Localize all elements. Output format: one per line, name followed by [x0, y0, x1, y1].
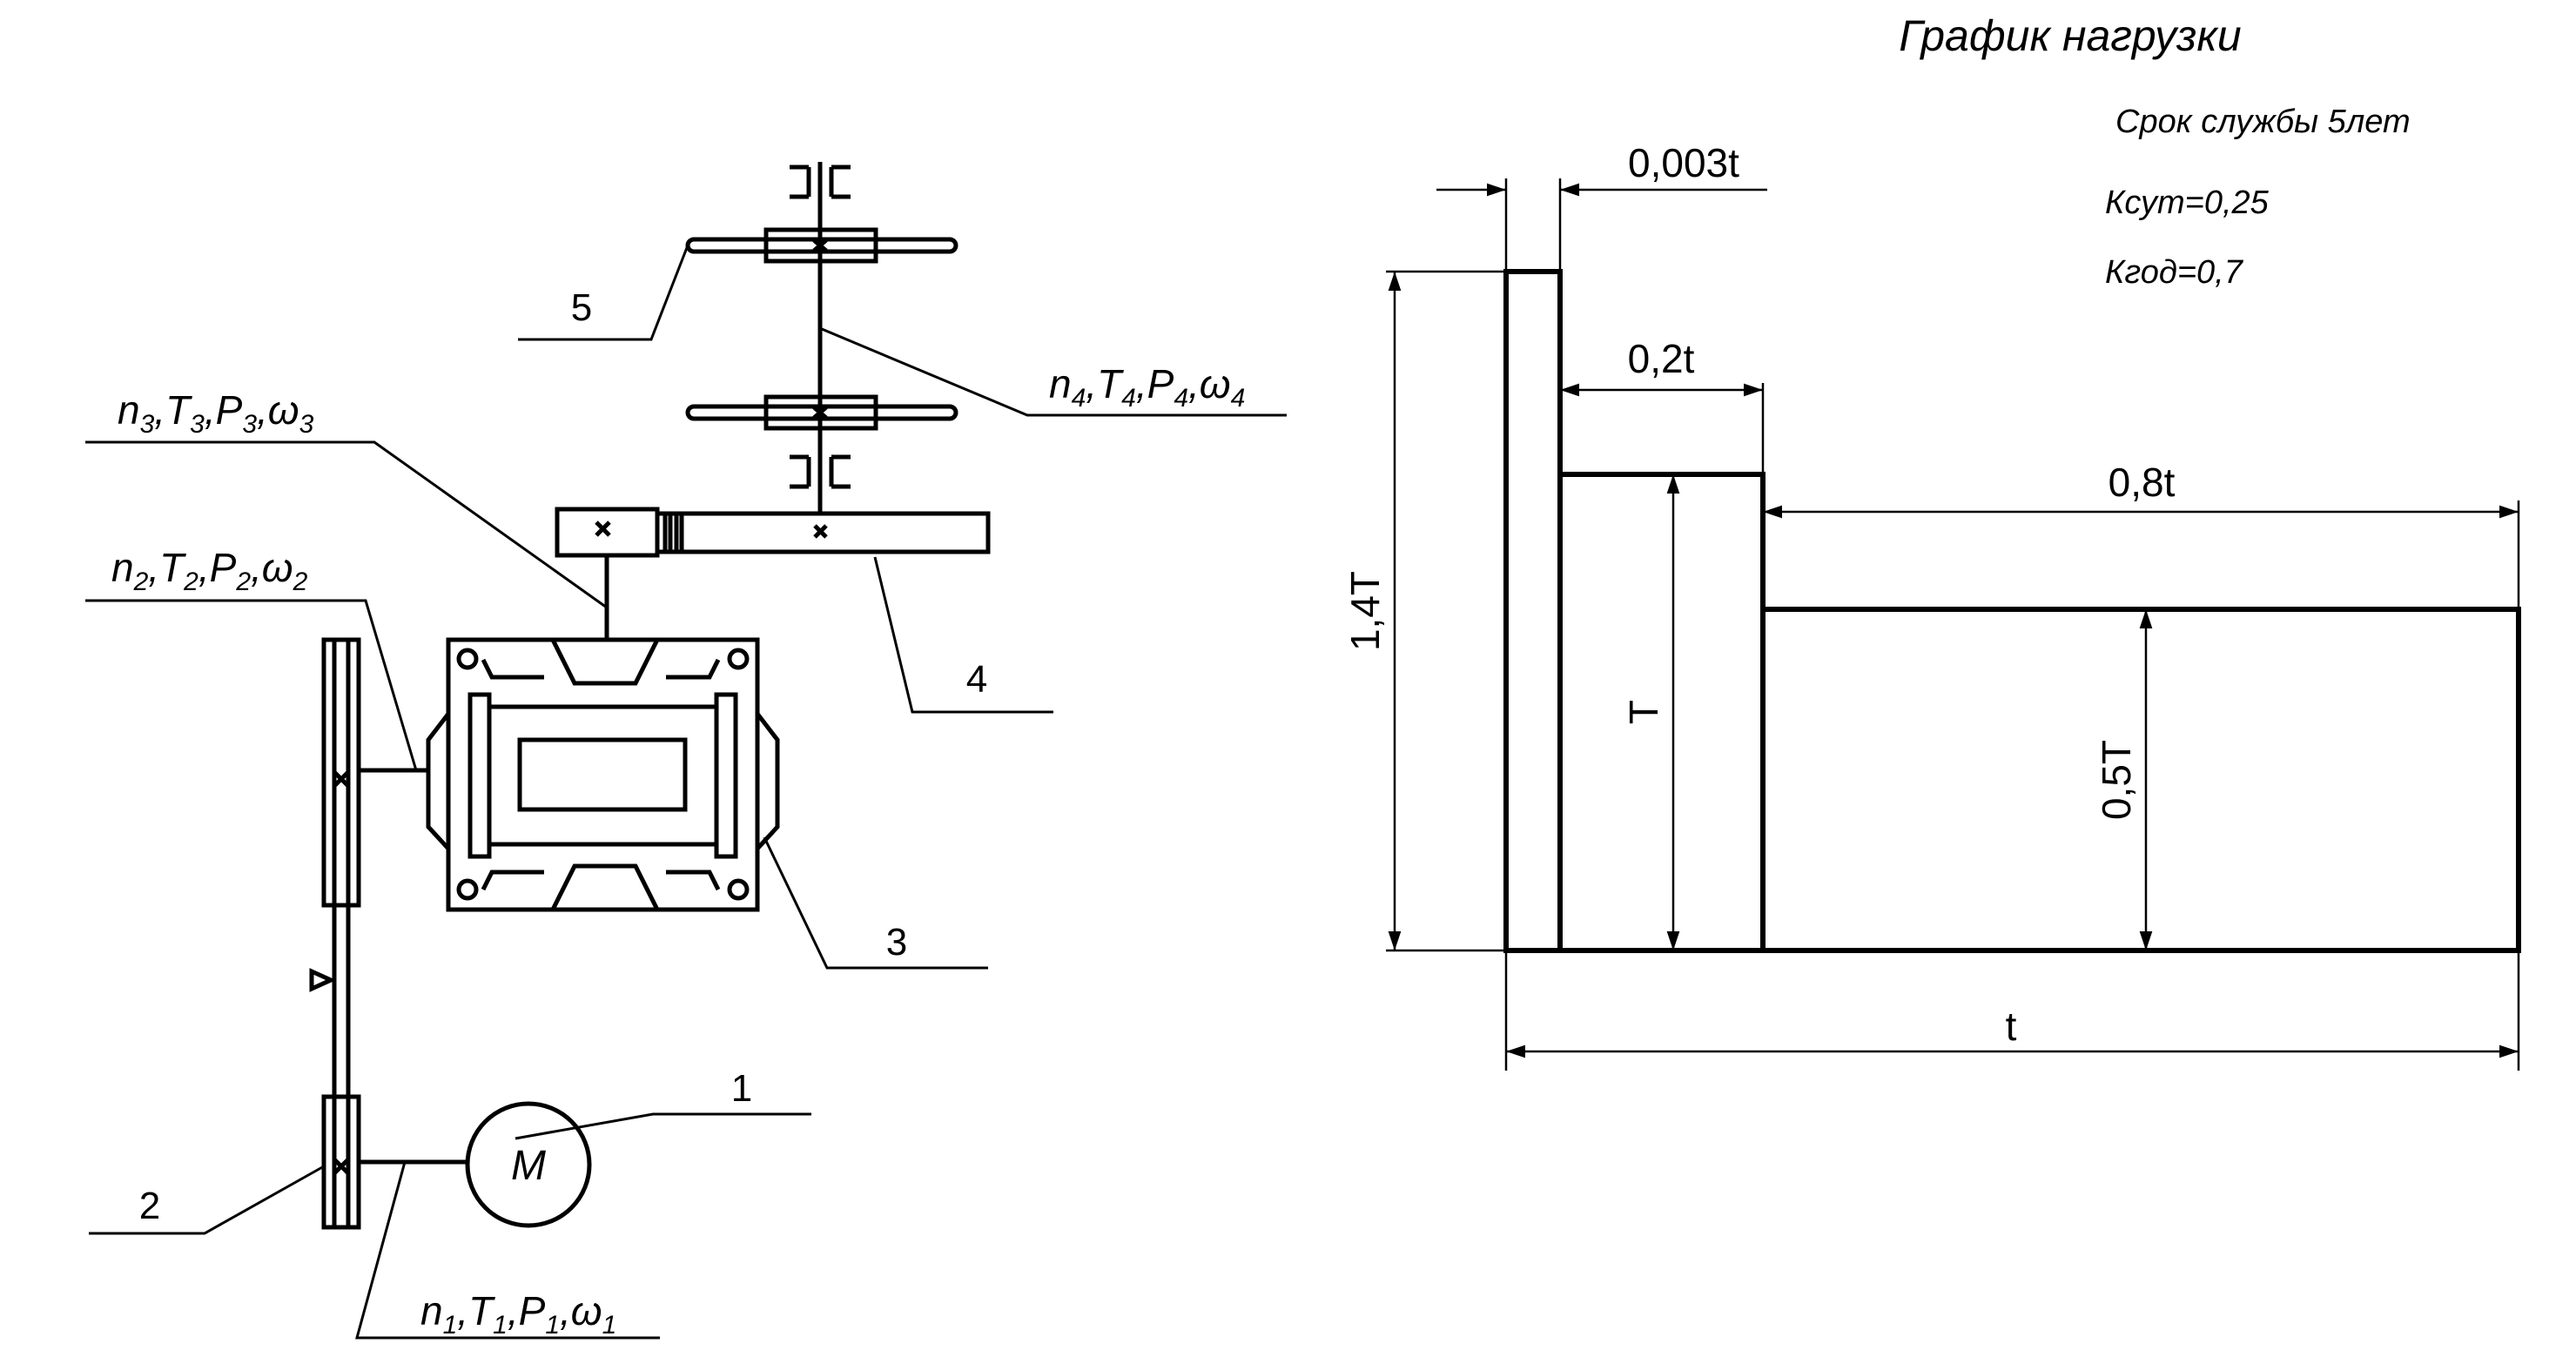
shaft-1-label: n1,T1,P1,ω1 [420, 1288, 616, 1340]
label-nominal-duration: 0,2t [1628, 336, 1695, 381]
gearbox-rib-top [550, 638, 660, 686]
open-gear-drive [555, 507, 991, 640]
bearing-bottom-icon [790, 454, 851, 489]
label-reduced-duration: 0,8t [2109, 460, 2176, 505]
label-total-duration: t [2006, 1004, 2017, 1049]
label-reduced-torque: 0,5T [2094, 740, 2139, 820]
shaft-2-label: n2,T2,P2,ω2 [111, 545, 308, 596]
coupling-center-mark [812, 238, 828, 252]
callout-2: 2 [139, 1185, 160, 1227]
callout-numbers: 1 2 3 4 5 [139, 286, 987, 1227]
gearbox [359, 637, 780, 912]
leader-lines [85, 245, 1287, 1340]
callout-1: 1 [731, 1067, 752, 1110]
leader-motor [515, 1112, 811, 1140]
electric-motor: M [359, 1101, 592, 1228]
gearbox-flange-bottom [481, 870, 721, 891]
label-peak-torque: 1,4T [1342, 571, 1388, 651]
driven-pulley [321, 637, 361, 908]
extension-lines [1386, 178, 2520, 1071]
load-graph-title: График нагрузки [1899, 11, 2241, 60]
leader-shaft-2 [85, 599, 418, 771]
pulley-bearing-mark [333, 1158, 350, 1175]
kinematic-scheme: M [85, 162, 1287, 1340]
shaft-4-label: n4,T4,P4,ω4 [1049, 361, 1245, 413]
coupling-disk-bottom [685, 404, 958, 421]
bolt-icon [456, 648, 479, 670]
gearbox-bearing-right [714, 692, 738, 859]
belt-drive [309, 637, 361, 1230]
leader-belt-drive [89, 1165, 325, 1235]
gear-wheel [655, 511, 991, 554]
bolt-icon [456, 878, 479, 901]
shaft-labels: n1,T1,P1,ω1 n2,T2,P2,ω2 n3,T3,P3,ω3 n4,T… [111, 361, 1245, 1340]
k-day-note: Ксут=0,25 [2105, 185, 2270, 221]
leader-gearbox [763, 836, 988, 970]
output-shaft-assembly [685, 162, 958, 514]
leader-open-gear [873, 556, 1053, 714]
gearbox-output-cap [756, 712, 780, 850]
label-nominal-torque: T [1621, 700, 1666, 724]
coupling-hub-bottom [763, 394, 878, 431]
gearbox-housing [446, 637, 760, 912]
dimension-labels: 0,003t 0,2t 0,8t t 1,4T T 0,5T [1342, 140, 2176, 1049]
leader-shaft-4 [821, 327, 1287, 417]
gearbox-flange-top [481, 658, 721, 680]
gear-center-mark [813, 524, 828, 539]
load-graph: График нагрузки Срок службы 5лет Ксут=0,… [1342, 11, 2521, 1071]
leader-shaft-3 [85, 440, 608, 609]
pulley-bearing-mark [333, 770, 350, 788]
callout-3: 3 [886, 921, 907, 964]
driving-pulley [321, 1094, 361, 1230]
callout-5: 5 [571, 286, 592, 329]
motor-symbol: M [511, 1143, 546, 1189]
bearing-top-icon [790, 165, 851, 199]
gearbox-input-cap [426, 712, 450, 850]
label-peak-duration: 0,003t [1628, 140, 1739, 185]
leader-shaft-1 [355, 1161, 660, 1340]
k-year-note: Кгод=0,7 [2105, 254, 2244, 291]
callout-4: 4 [966, 658, 987, 701]
belt [332, 637, 351, 1230]
motor-circle [465, 1101, 592, 1228]
coupling-center-mark [812, 406, 828, 420]
bolt-icon [727, 648, 750, 670]
gearbox-rib-bottom [550, 863, 660, 911]
leader-couplings [518, 245, 689, 341]
pinion-center-mark [595, 521, 611, 537]
gearbox-window [517, 737, 688, 812]
belt-direction-arrow [309, 968, 337, 992]
shaft-3-label: n3,T3,P3,ω3 [118, 387, 314, 439]
bolt-icon [727, 878, 750, 901]
dimension-lines [1388, 183, 2519, 1058]
coupling-hub-top [763, 227, 878, 264]
gearbox-body [487, 704, 719, 847]
gearbox-bearing-left [467, 692, 492, 859]
service-life-note: Срок службы 5лет [2115, 104, 2411, 140]
gear-mesh-teeth [662, 514, 684, 552]
